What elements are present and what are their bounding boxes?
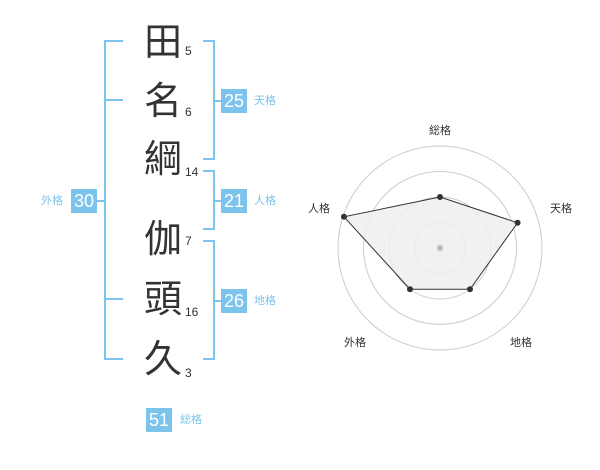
name-char-2: 名 (143, 79, 182, 123)
radar-center-dot (437, 245, 443, 251)
stroke-count-3: 14 (185, 165, 199, 179)
soukaku-label: 総格 (180, 413, 202, 426)
name-char-5: 頭 (143, 277, 182, 321)
radar-point-tenkaku (514, 219, 521, 226)
stroke-count-2: 6 (185, 105, 192, 119)
radar-point-gaikaku (407, 286, 414, 293)
radar-chart: 総格 天格 地格 外格 人格 (308, 123, 572, 351)
tenkaku-label: 天格 (254, 94, 276, 107)
radar-polygon (343, 196, 519, 290)
chikaku-value: 26 (221, 289, 247, 313)
jinkaku-value: 21 (221, 189, 247, 213)
gaikaku-value: 30 (71, 189, 97, 213)
tenkaku-value: 25 (221, 89, 247, 113)
name-char-4: 伽 (143, 217, 182, 261)
radar-point-jinkaku (340, 213, 347, 220)
radar-ring-4 (337, 145, 543, 351)
stroke-count-6: 3 (185, 366, 192, 380)
stroke-count-5: 16 (185, 305, 199, 319)
radar-points (340, 194, 521, 293)
radar-label-jinkaku: 人格 (308, 201, 330, 215)
radar-label-chikaku: 地格 (510, 335, 532, 349)
radar-point-soukaku (437, 194, 443, 200)
radar-label-soukaku: 総格 (429, 123, 451, 137)
name-char-3: 綱 (143, 137, 182, 181)
stroke-count-1: 5 (185, 44, 192, 58)
gaikaku-label: 外格 (41, 194, 63, 207)
radar-label-gaikaku: 外格 (344, 335, 366, 349)
jinkaku-label: 人格 (254, 194, 276, 207)
soukaku-value: 51 (146, 408, 172, 432)
radar-label-tenkaku: 天格 (550, 201, 572, 215)
name-char-1: 田 (143, 20, 182, 64)
name-char-6: 久 (143, 337, 182, 381)
stroke-count-4: 7 (185, 234, 192, 248)
chikaku-label: 地格 (254, 294, 276, 307)
radar-ring-3 (363, 171, 517, 325)
radar-point-chikaku (466, 286, 473, 293)
